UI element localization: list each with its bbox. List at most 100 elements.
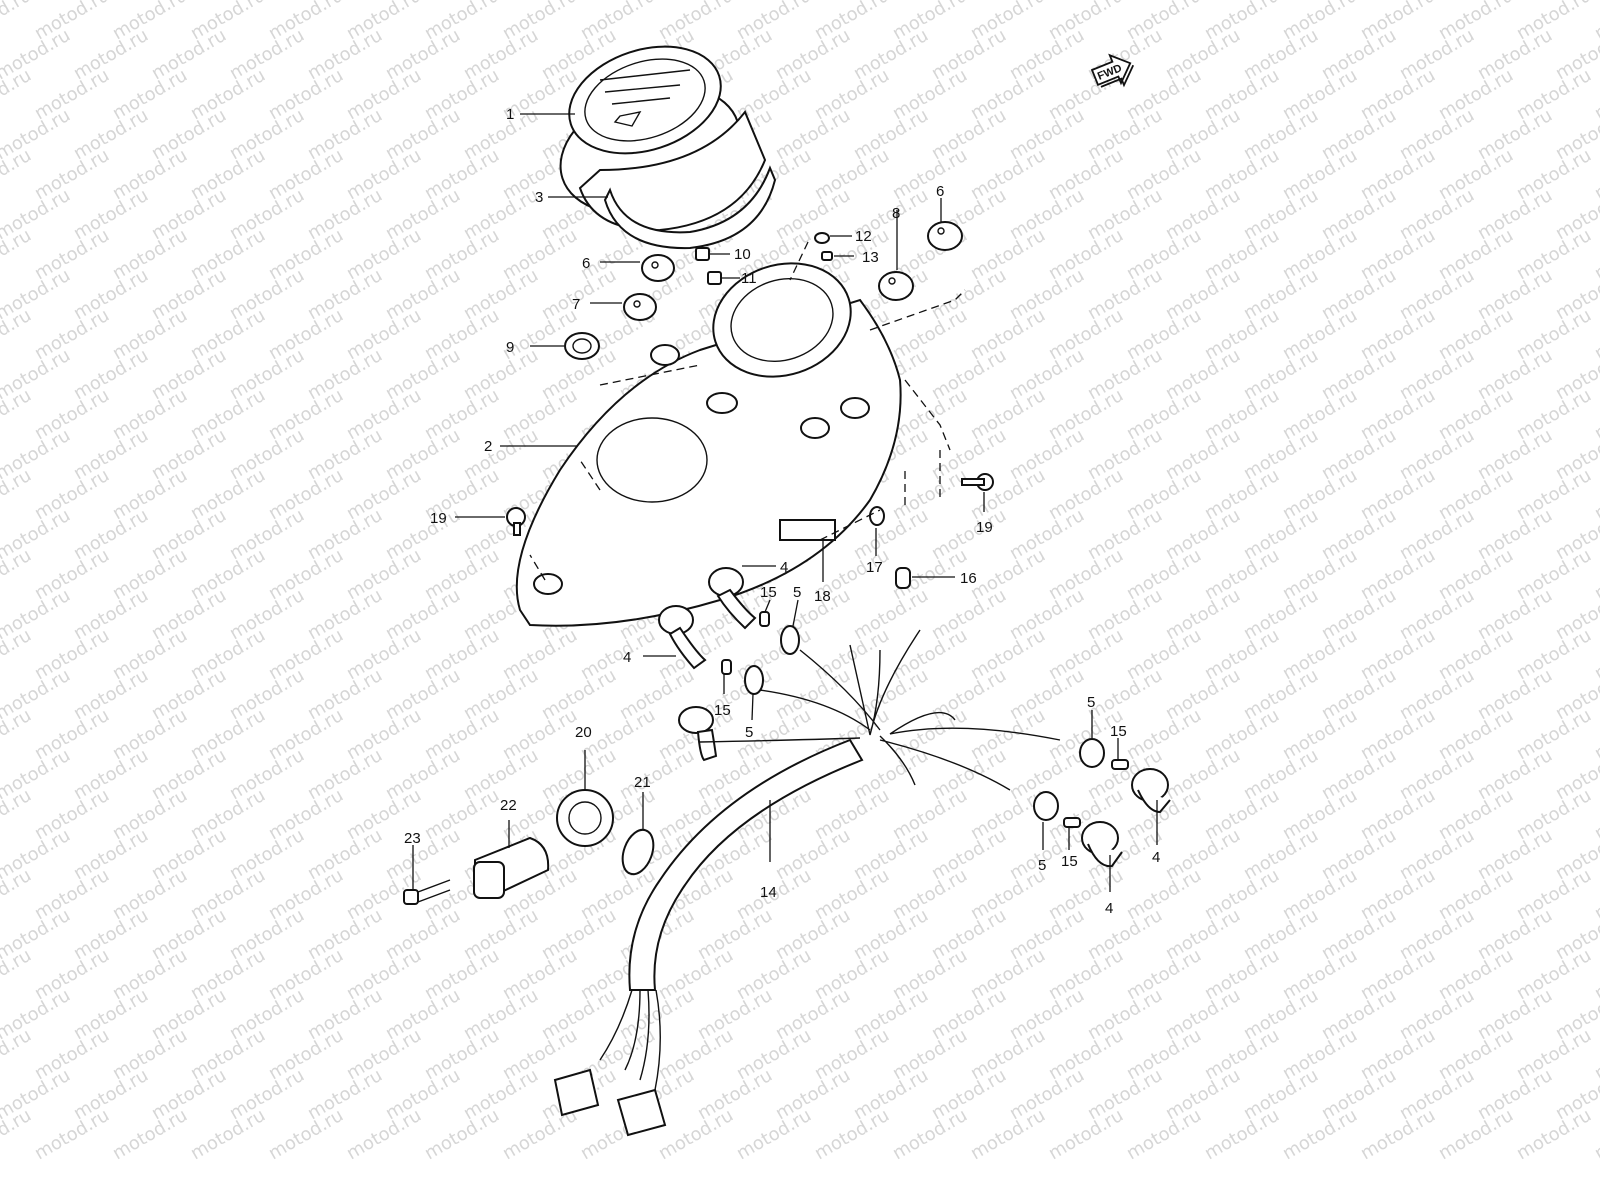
callout-20: 20 [575,724,592,741]
callout-23: 23 [404,830,421,847]
watermark-text: motod.ru [1201,1105,1283,1164]
callout-4-top: 4 [780,559,788,576]
watermark-text: motod.ru [265,1105,347,1164]
callout-5-left: 5 [745,724,753,741]
meter-case-part [515,262,902,627]
washer-17 [869,506,885,526]
callout-labels: 1 3 6 7 9 10 11 12 13 8 6 2 19 19 17 16 … [404,106,1160,917]
watermark-text: motod.ru [31,1105,113,1164]
callout-18: 18 [814,588,831,605]
callout-15-right-bottom: 15 [1061,853,1078,870]
callout-7: 7 [572,296,580,313]
socket-4-right-top [1131,768,1171,814]
socket-lower-left [678,706,718,762]
bulb-15-right-top [1111,759,1129,770]
watermark-text: motod.ru [187,1105,269,1164]
callout-4-left: 4 [623,649,631,666]
callout-8: 8 [892,205,900,222]
callout-4-right-top: 4 [1152,849,1160,866]
socket-4-top [708,567,757,630]
callout-4-right-bottom: 4 [1105,900,1113,917]
callout-5-top: 5 [793,584,801,601]
watermark-text: motod.ru [1591,145,1600,204]
callout-15-left: 15 [714,702,731,719]
bulb-15-top [759,611,770,627]
speedometer-part [559,45,767,232]
wire-harness-14 [553,629,1061,1137]
fwd-arrow-icon: FWD [1090,53,1135,88]
grommet-6-left [641,254,675,282]
watermark-text: motod.ru [1435,1105,1517,1164]
watermark-text: motod.ru [1591,785,1600,844]
callout-3: 3 [535,189,543,206]
watermark-text: motod.ru [1357,1105,1439,1164]
watermark-text: motod.ru [811,1105,893,1164]
bulb-15-right-bottom [1063,817,1081,828]
watermark-text: motod.ru [1591,225,1600,284]
grommet-8 [878,271,914,301]
callout-1: 1 [506,106,514,123]
watermark-text: motod.ru [967,1105,1049,1164]
socket-4-right-bottom [1081,821,1123,868]
screw-23 [403,879,451,905]
gauge-rim-part [603,165,777,250]
callout-5-right-top: 5 [1087,694,1095,711]
watermark-text: motod.ru [1123,1105,1205,1164]
watermark-text: motod.ru [1591,705,1600,764]
callout-19-right: 19 [976,519,993,536]
callout-19-left: 19 [430,510,447,527]
bulb-15-left [721,659,732,675]
bolt-19-right [961,473,994,491]
watermark-text: motod.ru [889,1105,971,1164]
watermark-text: motod.ru [109,1105,191,1164]
callout-12: 12 [855,228,872,245]
callout-22: 22 [500,797,517,814]
leader-lines [412,113,1158,892]
callout-14: 14 [760,884,777,901]
bulb-16 [895,567,911,589]
watermark-text: motod.ru [1591,1025,1600,1084]
callout-16: 16 [960,570,977,587]
callout-2: 2 [484,438,492,455]
watermark-text: motod.ru [733,1105,815,1164]
nut-10 [695,247,710,261]
watermark-text: motod.ru [1591,385,1600,444]
watermark-layer: motod.rumotod.rumotod.rumotod.rumotod.ru… [0,0,1600,1164]
speed-sensor-22 [473,836,550,899]
grommet-7 [623,293,657,321]
bolt-19-left [506,507,526,536]
grommet-9 [564,332,600,360]
callout-11: 11 [741,270,757,287]
callout-10: 10 [734,246,751,263]
watermark-text: motod.ru [421,1105,503,1164]
watermark-text: motod.ru [1591,625,1600,684]
watermark-text: motod.ru [1045,1105,1127,1164]
screw-13 [821,251,833,261]
watermark-text: motod.ru [1279,1105,1361,1164]
grommet-6-right [927,221,963,251]
callout-15-right-top: 15 [1110,723,1127,740]
socket-4-left [658,605,707,670]
callout-15-top: 15 [760,584,777,601]
watermark-text: motod.ru [1591,545,1600,604]
watermark-text: motod.ru [655,1105,737,1164]
socket-5-right-bottom [1033,791,1059,821]
watermark-text: motod.ru [1591,305,1600,364]
watermark-text: motod.ru [1591,0,1600,44]
watermark-text: motod.ru [0,0,35,44]
watermark-text: motod.ru [1591,65,1600,124]
callout-17: 17 [866,559,883,576]
callout-5-right-bottom: 5 [1038,857,1046,874]
callout-6-left: 6 [582,255,590,272]
watermark-text: motod.ru [1513,1105,1595,1164]
socket-5-right-top [1079,738,1105,768]
callout-21: 21 [634,774,651,791]
washer-12 [814,232,830,244]
gear-20 [556,789,614,847]
callout-9: 9 [506,339,514,356]
watermark-text: motod.ru [1591,865,1600,924]
callout-6-right: 6 [936,183,944,200]
watermark-text: motod.ru [1591,1105,1600,1164]
watermark-text: motod.ru [1591,465,1600,524]
